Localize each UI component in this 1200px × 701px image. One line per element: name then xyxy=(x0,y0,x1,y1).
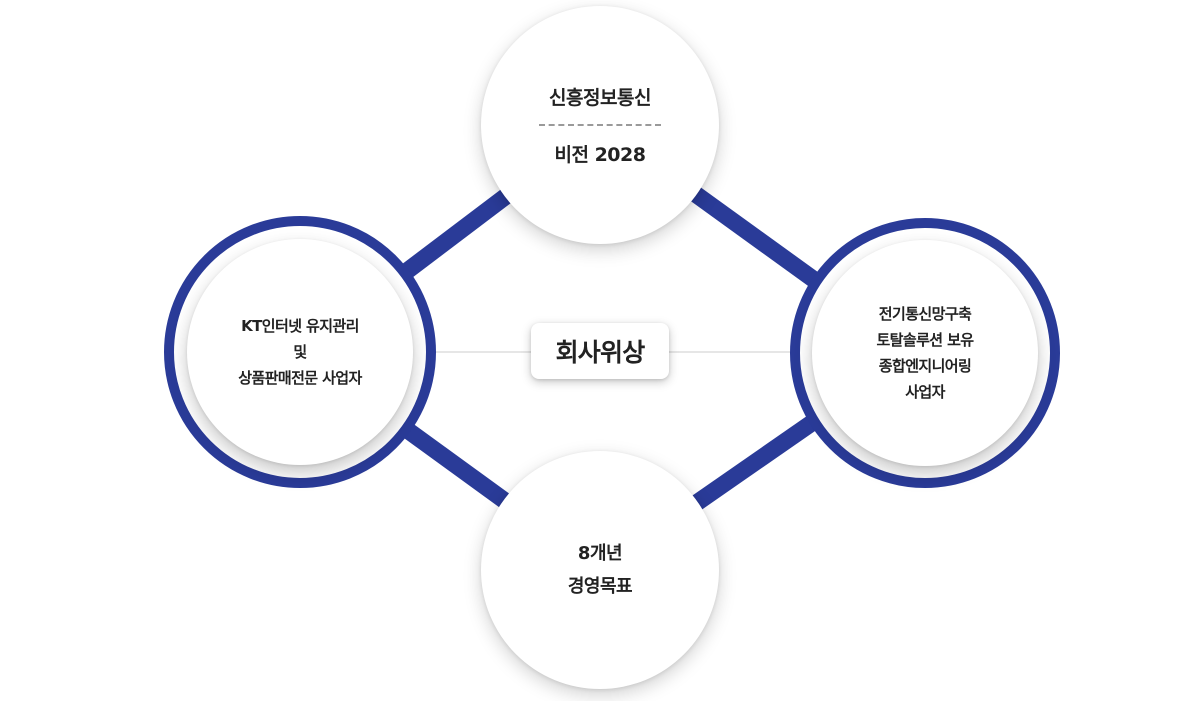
top-node-subtitle: 비전 2028 xyxy=(554,144,646,166)
right-node-line-4: 사업자 xyxy=(905,383,945,401)
left-node-line-2: 및 xyxy=(293,343,307,361)
right-node: 전기통신망구축 토탈솔루션 보유 종합엔지니어링 사업자 xyxy=(812,240,1038,466)
top-node-title: 신흥정보통신 xyxy=(549,87,651,109)
right-node-line-2: 토탈솔루션 보유 xyxy=(876,331,974,349)
right-node-line-3: 종합엔지니어링 xyxy=(878,357,972,375)
left-node: KT인터넷 유지관리 및 상품판매전문 사업자 xyxy=(187,239,413,465)
right-node-line-1: 전기통신망구축 xyxy=(878,305,972,323)
bottom-node-line-1: 8개년 xyxy=(577,543,623,564)
top-node-divider xyxy=(539,124,661,126)
left-node-line-1: KT인터넷 유지관리 xyxy=(241,317,359,335)
left-node-line-3: 상품판매전문 사업자 xyxy=(238,369,362,387)
bottom-node-line-2: 경영목표 xyxy=(567,576,633,597)
top-node: 신흥정보통신 비전 2028 xyxy=(481,6,719,244)
center-label: 회사위상 xyxy=(531,323,669,379)
bottom-node: 8개년 경영목표 xyxy=(481,451,719,689)
